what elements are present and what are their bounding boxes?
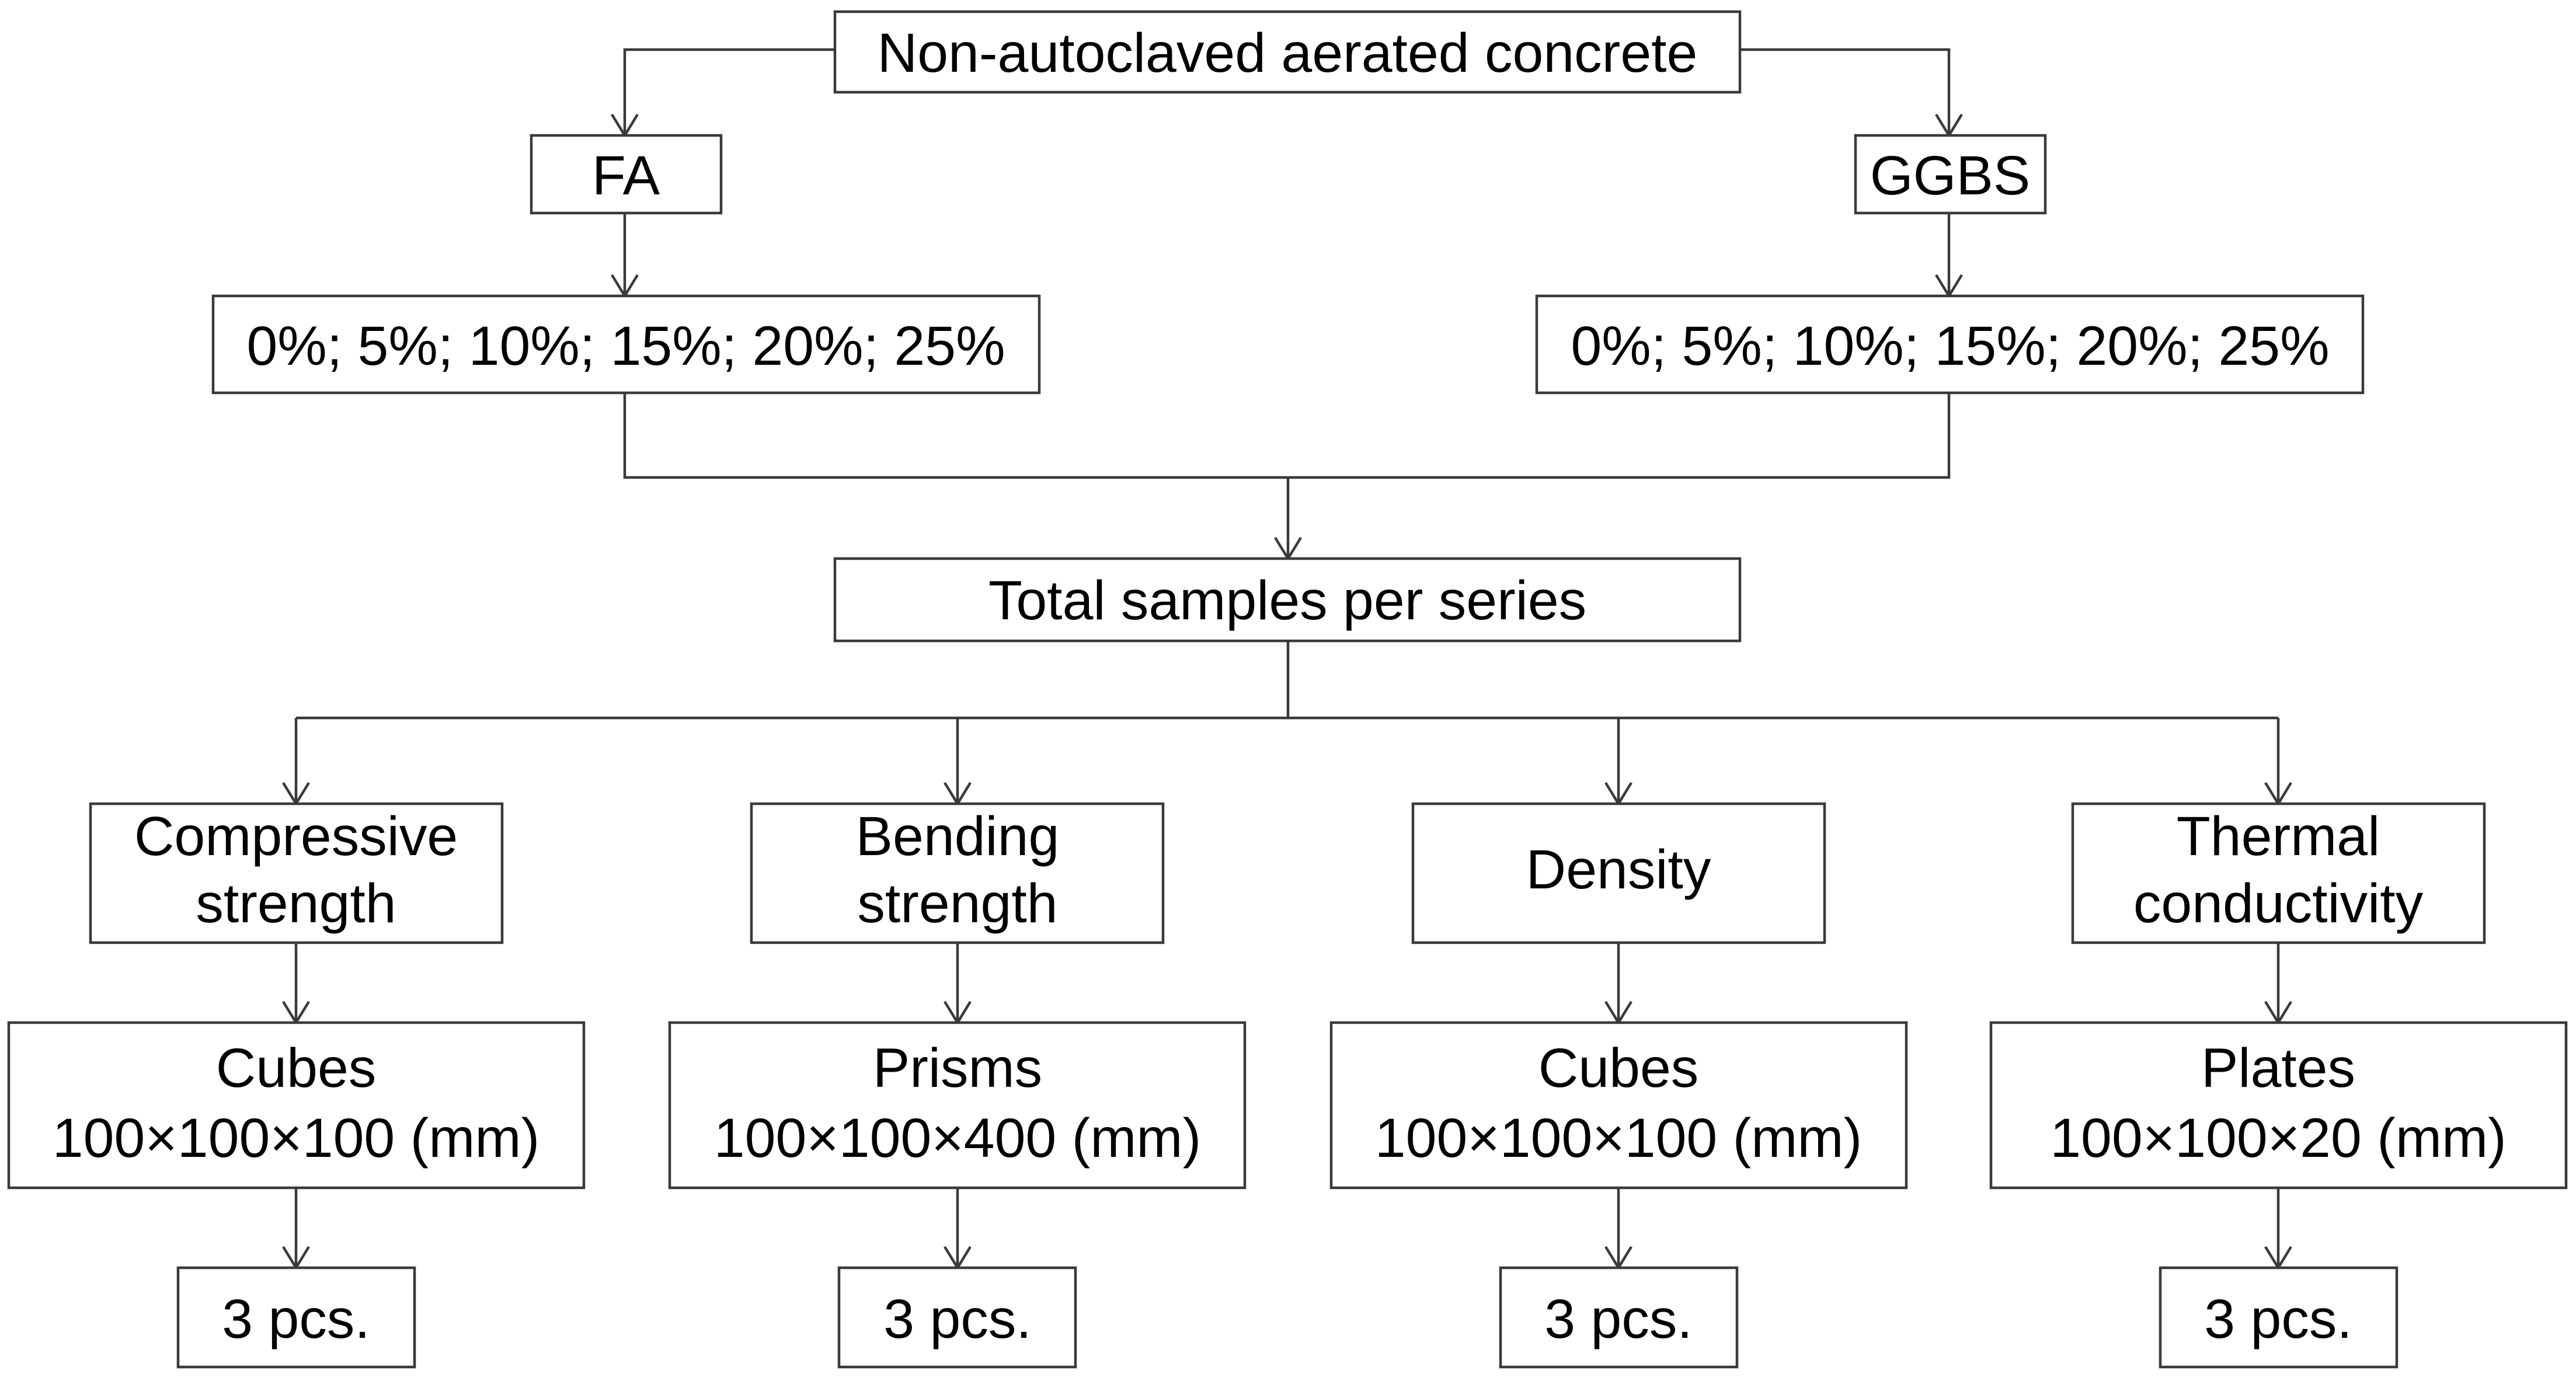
root-node: Non-autoclaved aerated concrete	[833, 10, 1742, 94]
levels-ggbs-node: 0%; 5%; 10%; 15%; 20%; 25%	[1535, 294, 2365, 395]
levels-ggbs-label: 0%; 5%; 10%; 15%; 20%; 25%	[1571, 315, 2329, 377]
shape-3-dims: 100×100×100 (mm)	[1375, 1107, 1862, 1169]
shape-2-name: Prisms	[873, 1037, 1042, 1099]
shape-4-name: Plates	[2201, 1037, 2355, 1099]
test-4-line1: Thermal	[2177, 805, 2380, 867]
shape-node-4: Plates 100×100×20 (mm)	[1989, 1021, 2568, 1190]
count-node-4: 3 pcs.	[2159, 1266, 2399, 1369]
shape-1-name: Cubes	[216, 1037, 377, 1099]
count-1-label: 3 pcs.	[222, 1288, 370, 1350]
count-node-1: 3 pcs.	[176, 1266, 416, 1369]
samples-node: Total samples per series	[833, 557, 1742, 643]
shape-4-dims: 100×100×20 (mm)	[2050, 1107, 2507, 1169]
branch-ggbs-label: GGBS	[1870, 145, 2031, 207]
shape-node-2: Prisms 100×100×400 (mm)	[668, 1021, 1247, 1190]
test-node-thermal: Thermal conductivity	[2071, 802, 2486, 944]
samples-label: Total samples per series	[988, 570, 1586, 632]
connector-samples-split	[296, 641, 2278, 720]
connectors	[282, 48, 2292, 1271]
count-node-2: 3 pcs.	[837, 1266, 1077, 1369]
test-1-line1: Compressive	[134, 805, 458, 867]
branch-fa-label: FA	[592, 145, 660, 207]
test-4-line2: conductivity	[2133, 873, 2424, 934]
connector-levels-merge	[623, 393, 1951, 479]
count-2-label: 3 pcs.	[883, 1288, 1031, 1350]
test-2-line2: strength	[857, 873, 1057, 934]
count-node-3: 3 pcs.	[1499, 1266, 1739, 1369]
test-node-density: Density	[1411, 802, 1826, 944]
connector-shapes-counts	[294, 1188, 2280, 1267]
branch-ggbs-node: GGBS	[1854, 134, 2047, 215]
connector-root-ggbs	[1740, 48, 1951, 134]
shape-1-dims: 100×100×100 (mm)	[53, 1107, 539, 1169]
connector-tests-shapes	[294, 943, 2280, 1021]
shape-node-3: Cubes 100×100×100 (mm)	[1329, 1021, 1908, 1190]
branch-fa-node: FA	[530, 134, 723, 215]
count-4-label: 3 pcs.	[2204, 1288, 2352, 1350]
levels-fa-label: 0%; 5%; 10%; 15%; 20%; 25%	[246, 315, 1005, 377]
root-label: Non-autoclaved aerated concrete	[878, 22, 1698, 84]
levels-fa-node: 0%; 5%; 10%; 15%; 20%; 25%	[211, 294, 1041, 395]
connector-root-fa	[623, 48, 835, 134]
test-1-line2: strength	[196, 873, 396, 934]
test-3-line1: Density	[1526, 839, 1711, 901]
shape-2-dims: 100×100×400 (mm)	[714, 1107, 1201, 1169]
connector-split-tests	[294, 718, 2280, 803]
test-node-compressive: Compressive strength	[89, 802, 504, 944]
test-node-bending: Bending strength	[750, 802, 1165, 944]
shape-node-1: Cubes 100×100×100 (mm)	[7, 1021, 586, 1190]
test-2-line1: Bending	[856, 805, 1060, 867]
count-3-label: 3 pcs.	[1544, 1288, 1692, 1350]
shape-3-name: Cubes	[1538, 1037, 1699, 1099]
